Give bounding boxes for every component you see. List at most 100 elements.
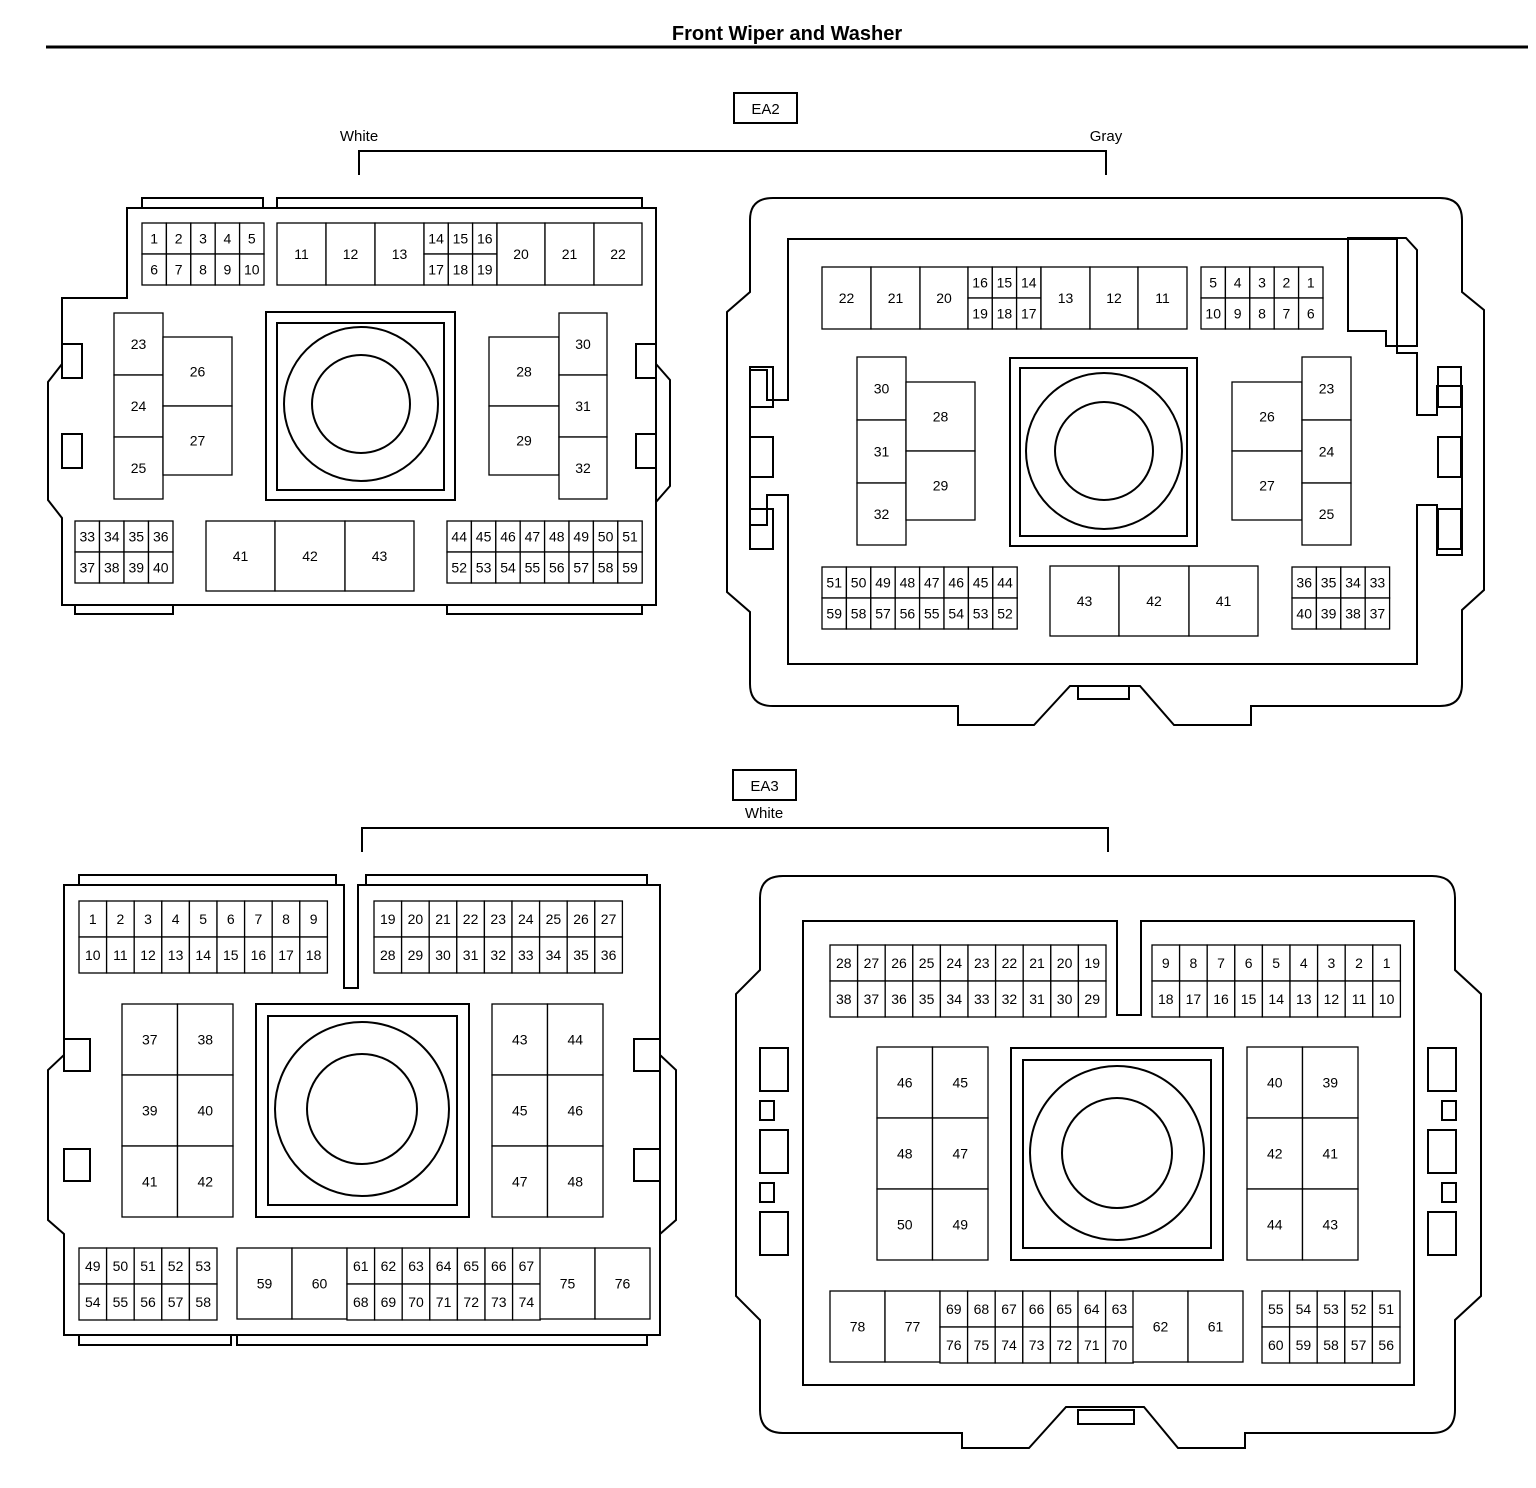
pin-cavity <box>373 1283 403 1321</box>
pin-number: 28 <box>516 364 532 380</box>
pin-number: 33 <box>974 991 990 1007</box>
pin-number: 10 <box>1205 306 1221 322</box>
pin-number: 6 <box>1307 306 1315 322</box>
pin-number: 3 <box>1328 955 1336 971</box>
pin-cavity <box>1089 266 1139 330</box>
pin-cavity <box>594 900 624 938</box>
pin-number: 37 <box>142 1032 158 1048</box>
pin-number: 70 <box>1112 1337 1128 1353</box>
pin-number: 4 <box>224 231 232 247</box>
pin-number: 9 <box>224 262 232 278</box>
pin-cavity <box>471 222 498 255</box>
pin-number: 36 <box>1296 575 1312 591</box>
pin-cavity <box>967 980 997 1018</box>
pin-number: 13 <box>1058 290 1074 306</box>
pin-number: 45 <box>953 1075 969 1091</box>
pin-number: 19 <box>477 262 493 278</box>
pin-number: 5 <box>1272 955 1280 971</box>
pin-number: 3 <box>1258 275 1266 291</box>
pin-cavity <box>374 222 425 286</box>
pin-cavity <box>484 1247 514 1285</box>
pin-cavity <box>484 1283 514 1321</box>
connector-bracket <box>361 827 1109 852</box>
pin-number: 18 <box>1158 991 1174 1007</box>
pin-cavity <box>1178 944 1208 982</box>
pin-cavity <box>98 520 125 553</box>
pin-cavity <box>188 1283 218 1321</box>
pin-number: 7 <box>175 262 183 278</box>
pin-cavity <box>161 1283 191 1321</box>
pin-number: 52 <box>1351 1301 1367 1317</box>
pin-cavity <box>939 944 969 982</box>
pin-number: 48 <box>549 529 565 545</box>
pin-number: 26 <box>891 955 907 971</box>
pin-cavity <box>188 900 218 938</box>
pin-cavity <box>821 266 872 330</box>
pin-number: 75 <box>974 1337 990 1353</box>
pin-number: 51 <box>826 575 842 591</box>
pin-number: 17 <box>428 262 444 278</box>
pin-number: 29 <box>1084 991 1100 1007</box>
pin-cavity <box>546 1074 604 1147</box>
pin-cavity <box>456 900 486 938</box>
pin-cavity <box>1340 597 1366 630</box>
pin-number: 12 <box>1106 290 1122 306</box>
pin-number: 47 <box>512 1174 528 1190</box>
pin-number: 34 <box>104 529 120 545</box>
pin-number: 40 <box>153 560 169 576</box>
pin-cavity <box>856 980 886 1018</box>
pin-cavity <box>423 253 449 286</box>
pin-cavity <box>939 1290 969 1328</box>
pin-number: 35 <box>129 529 145 545</box>
pin-cavity <box>966 1326 996 1364</box>
pin-number: 42 <box>198 1174 214 1190</box>
page-title: Front Wiper and Washer <box>672 23 902 45</box>
pin-number: 38 <box>1345 606 1361 622</box>
pin-cavity <box>594 936 624 974</box>
pin-number: 62 <box>1153 1319 1169 1335</box>
pin-number: 37 <box>80 560 96 576</box>
pin-number: 43 <box>372 548 388 564</box>
pin-cavity <box>488 336 560 407</box>
pin-cavity <box>238 253 265 286</box>
pin-number: 18 <box>306 947 322 963</box>
pin-number: 67 <box>1001 1301 1017 1317</box>
pin-number: 53 <box>476 560 492 576</box>
pin-cavity <box>568 520 595 553</box>
pin-number: 15 <box>1241 991 1257 1007</box>
pin-number: 16 <box>972 275 988 291</box>
pin-number: 56 <box>900 606 916 622</box>
pin-number: 56 <box>140 1294 156 1310</box>
pin-cavity <box>931 1117 989 1190</box>
pin-number: 4 <box>172 911 180 927</box>
pin-number: 26 <box>573 911 589 927</box>
pin-cavity <box>918 566 945 599</box>
pin-cavity <box>147 520 174 553</box>
pin-number: 66 <box>491 1258 507 1274</box>
pin-cavity <box>236 1247 293 1320</box>
pin-number: 50 <box>851 575 867 591</box>
pin-cavity <box>876 1046 934 1119</box>
pin-number: 46 <box>948 575 964 591</box>
pin-number: 47 <box>924 575 940 591</box>
pin-number: 57 <box>875 606 891 622</box>
pin-number: 16 <box>1213 991 1229 1007</box>
pin-cavity <box>558 374 608 438</box>
pin-number: 43 <box>512 1032 528 1048</box>
pin-cavity <box>1049 1326 1079 1364</box>
pin-cavity <box>1246 1046 1304 1119</box>
pin-number: 31 <box>874 444 890 460</box>
pin-cavity <box>1261 1326 1291 1364</box>
pin-number: 55 <box>1268 1301 1284 1317</box>
pin-number: 56 <box>1378 1337 1394 1353</box>
pin-number: 56 <box>549 560 565 576</box>
pin-number: 44 <box>568 1032 584 1048</box>
pin-number: 32 <box>1002 991 1018 1007</box>
pin-cavity <box>558 312 608 376</box>
pin-number: 20 <box>936 290 952 306</box>
pin-number: 21 <box>1029 955 1045 971</box>
pin-number: 14 <box>1021 275 1037 291</box>
pin-number: 76 <box>615 1276 631 1292</box>
